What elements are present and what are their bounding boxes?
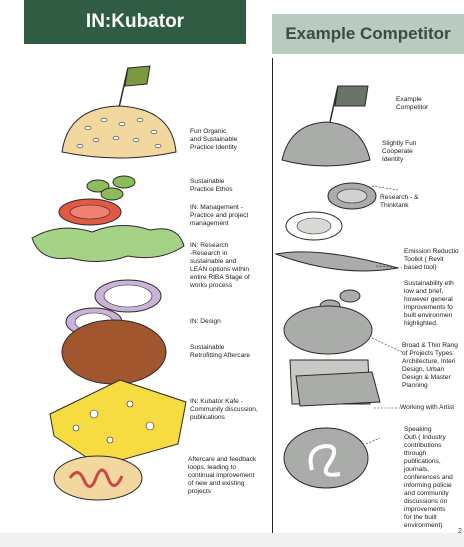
left-label-aftercare: Sustainable Retrofitting Aftercare <box>190 344 250 360</box>
right-patty <box>284 306 372 354</box>
right-label-speaking: Speaking Out\ ( Industry contributions t… <box>404 426 453 530</box>
left-patty <box>62 320 166 384</box>
left-lettuce <box>32 225 184 261</box>
footer-bar <box>0 533 464 547</box>
left-label-design: IN: Design <box>190 318 221 326</box>
right-label-emissions: Emission Reductio Toolkit ( Revit based … <box>404 248 459 272</box>
left-label-research: IN: Research -Research in sustainable an… <box>190 242 250 290</box>
left-tomato <box>59 199 121 225</box>
right-label-identity: Slightly Fun Cooperate Identity <box>382 140 416 164</box>
right-label-artists: Working with Artist <box>400 404 454 412</box>
right-label-research: Research - & Thinktank <box>380 194 418 210</box>
right-top-bun <box>282 122 370 166</box>
left-cheese <box>50 380 186 466</box>
left-label-management: IN: Management - Practice and project ma… <box>190 204 248 228</box>
page-number: 2 <box>458 528 462 535</box>
left-top-bun <box>62 106 176 158</box>
left-flag-icon <box>118 66 150 112</box>
left-label-kafe: IN: Kubator Kafe - Community discussion,… <box>190 398 258 422</box>
right-label-ethos: Sustainability eth low and brief, howeve… <box>404 280 454 328</box>
right-label-projects: Broad & Thin Rang of Projects Types: Arc… <box>402 342 458 390</box>
right-flag-icon <box>330 86 368 122</box>
right-bottom-bun <box>284 428 368 488</box>
right-label-competitor: Example Competitor <box>396 96 428 112</box>
right-lettuce <box>276 252 398 271</box>
left-pickles <box>87 176 135 200</box>
left-label-ethos: Sustainable Practice Ethos <box>190 178 233 194</box>
left-bottom-bun <box>54 456 142 500</box>
left-label-identity: Fun Organic and Sustainable Practice Ide… <box>190 128 237 152</box>
left-label-feedback: Aftercare and feedback loops, leading to… <box>188 456 256 496</box>
